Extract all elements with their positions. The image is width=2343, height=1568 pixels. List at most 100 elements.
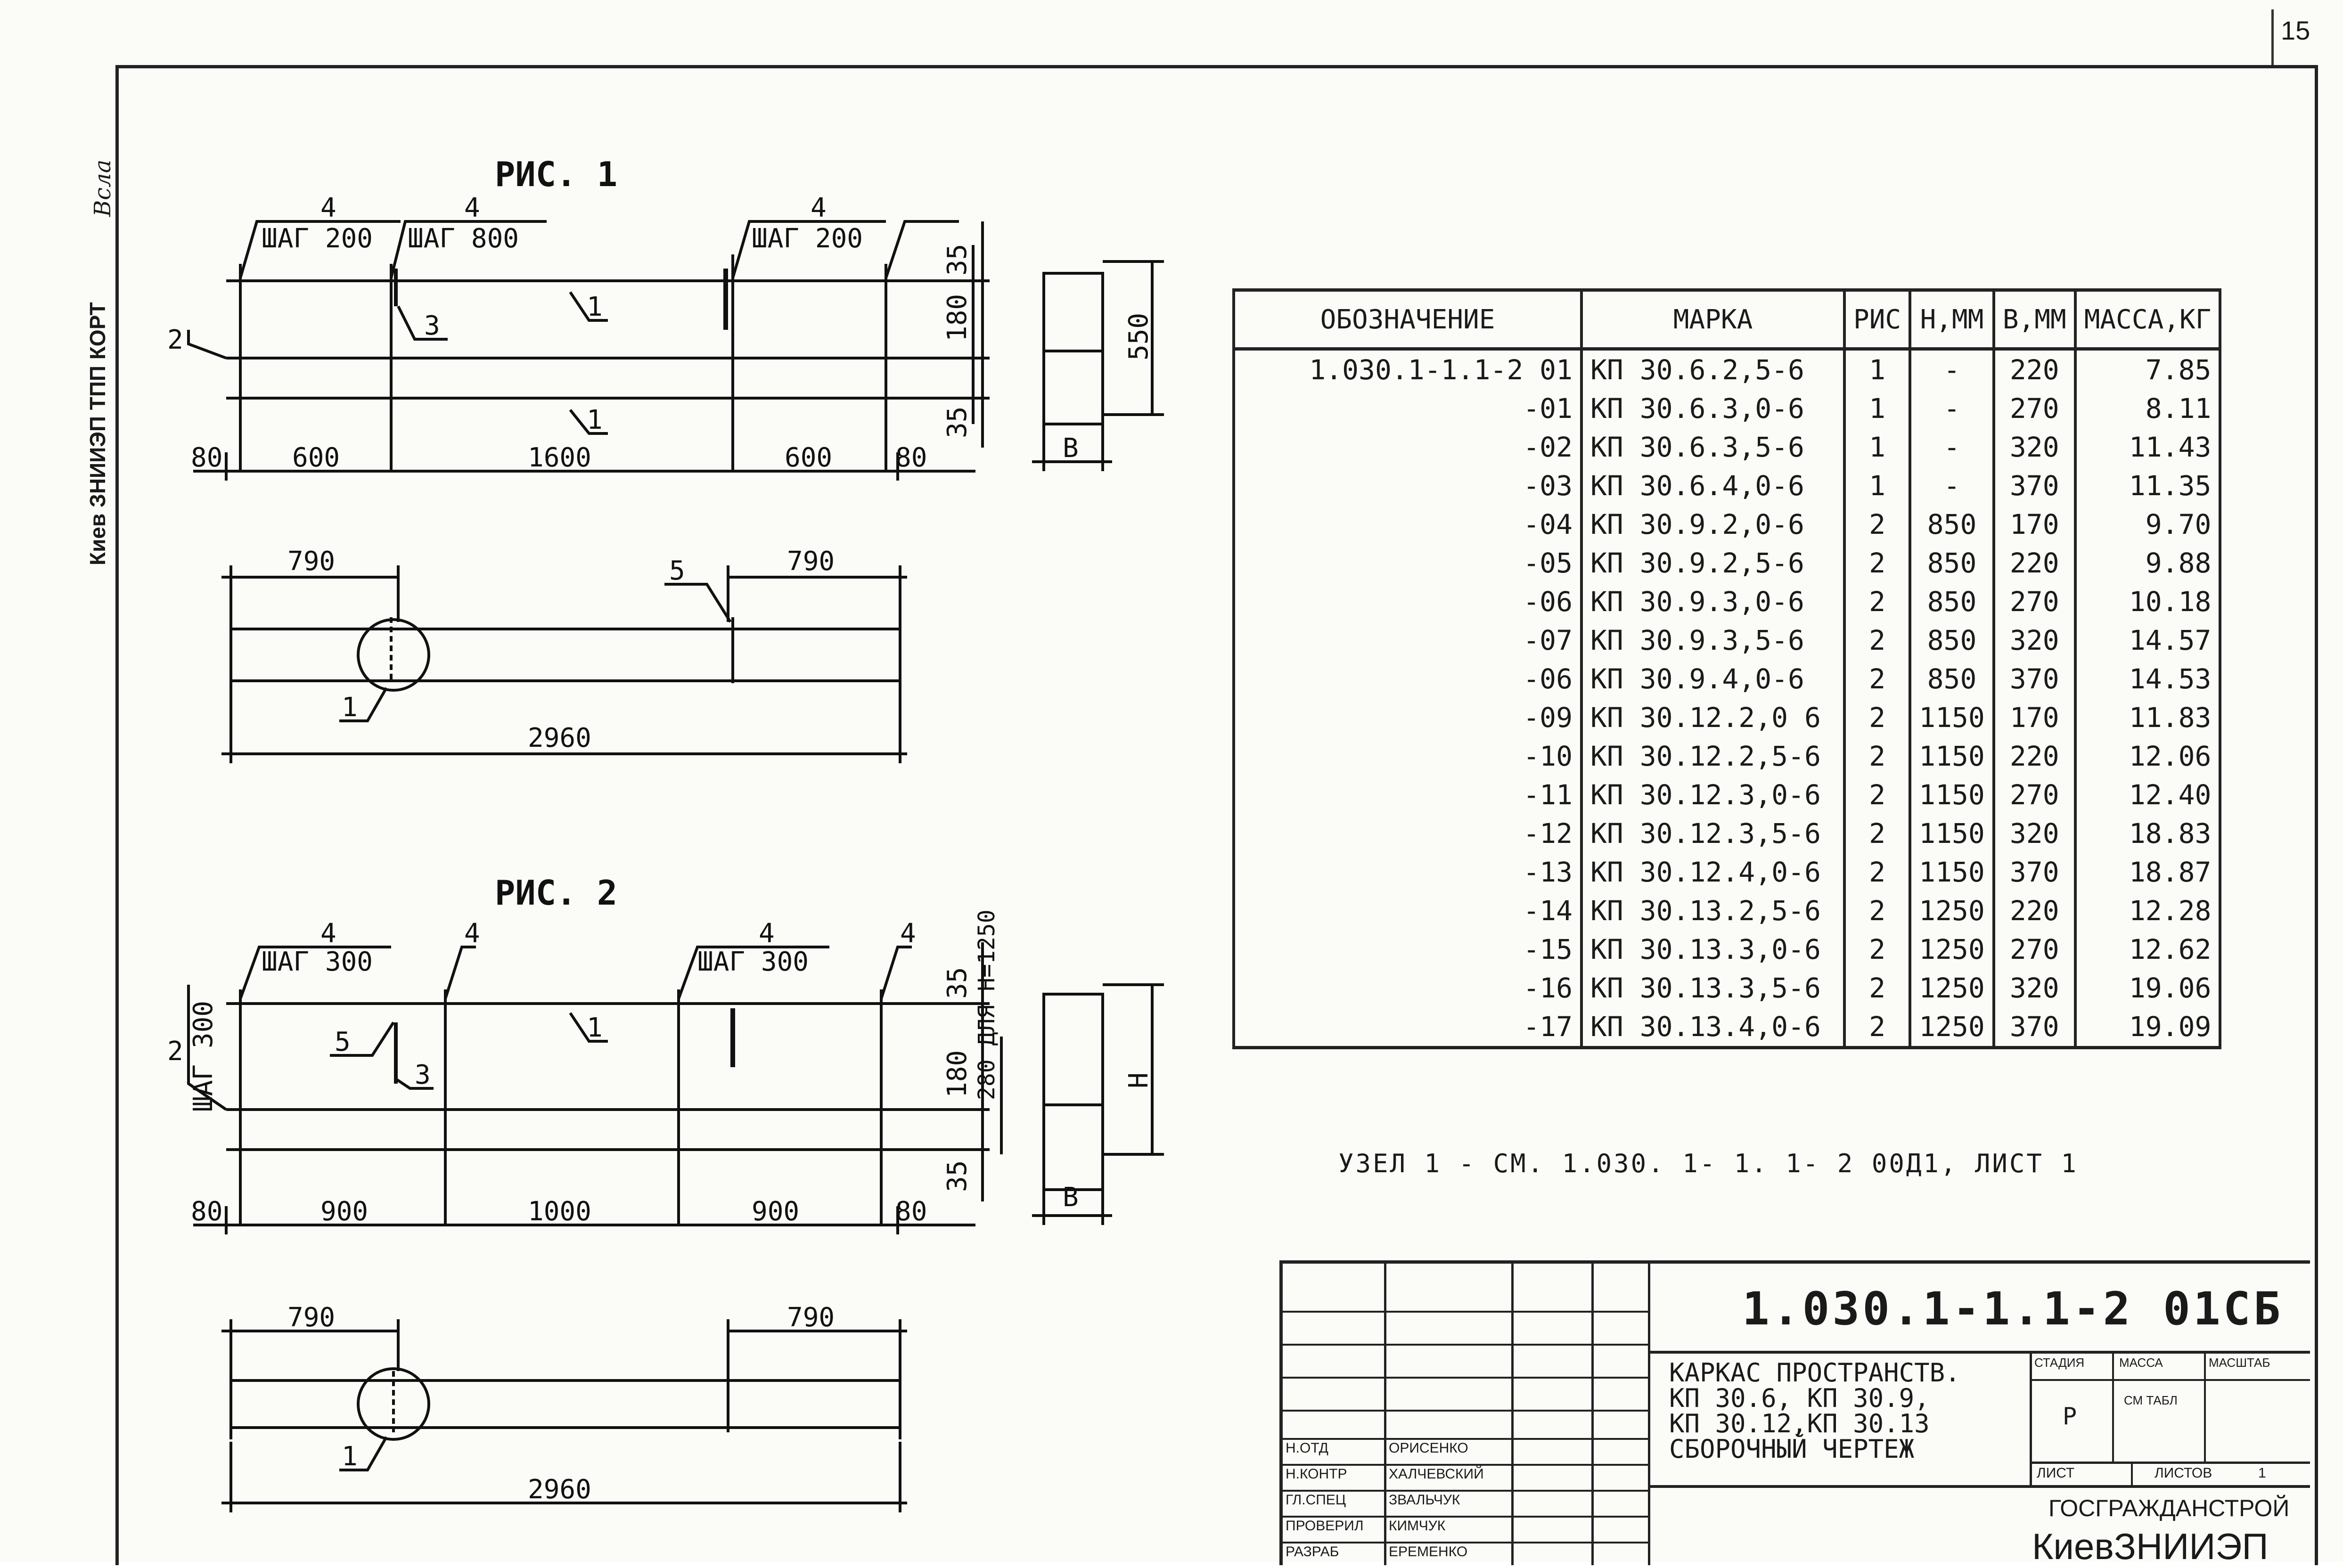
- fig1-n4b: 4: [464, 193, 480, 223]
- fig2-n1: 1: [587, 1013, 603, 1043]
- document-code: 1.030.1-1.1-2 01СБ: [1742, 1282, 2284, 1335]
- table-cell: КП 30.12.3,5-6: [1580, 814, 1846, 853]
- fig2-n4b: 4: [464, 918, 480, 949]
- table-cell: 9.70: [2073, 505, 2222, 544]
- table-cell: 270: [1992, 582, 2077, 621]
- table-cell: -10: [1232, 737, 1583, 776]
- table-cell: КП 30.9.2,5-6: [1580, 544, 1846, 582]
- name-4: КИМЧУК: [1389, 1518, 1446, 1534]
- table-cell: КП 30.9.2,0-6: [1580, 505, 1846, 544]
- table-cell: 850: [1909, 582, 1995, 621]
- table-cell: 1150: [1909, 737, 1995, 776]
- fig2-title: РИС. 2: [495, 873, 617, 913]
- table-cell: 850: [1909, 544, 1995, 582]
- table-cell: КП 30.12.2,5-6: [1580, 737, 1846, 776]
- table-cell: 2: [1843, 1007, 1912, 1049]
- table-cell: 19.06: [2073, 969, 2222, 1007]
- table-cell: -02: [1232, 428, 1583, 466]
- table-cell: 220: [1992, 349, 2077, 389]
- fig2-n5: 5: [335, 1027, 351, 1057]
- table-cell: 2: [1843, 660, 1912, 698]
- table-cell: 270: [1992, 930, 2077, 969]
- table-cell: 9.88: [2073, 544, 2222, 582]
- name-1: ОРИСЕНКО: [1389, 1440, 1468, 1456]
- fig1-plan-n1: 1: [342, 692, 358, 723]
- table-cell: 320: [1992, 428, 2077, 466]
- fig2-h: H: [1123, 1072, 1154, 1088]
- fig2-elevation: [187, 942, 1003, 1234]
- role-2: Н.КОНТР: [1286, 1466, 1347, 1482]
- table-cell: 11.35: [2073, 466, 2222, 505]
- org-name: ГОСГРАЖДАНСТРОЙ: [2048, 1495, 2290, 1521]
- drawings: РИС. 1: [167, 155, 1164, 1512]
- table-cell: 1250: [1909, 969, 1995, 1007]
- table-cell: КП 30.12.2,0 6: [1580, 698, 1846, 737]
- title-desc-line1: КАРКАС ПРОСТРАНСТВ.: [1669, 1358, 1960, 1388]
- table-cell: 12.40: [2073, 776, 2222, 814]
- fig1-d550: 550: [1123, 313, 1154, 360]
- table-cell: 2: [1843, 930, 1912, 969]
- table-cell: -: [1909, 349, 1995, 389]
- table-cell: 270: [1992, 776, 2077, 814]
- table-cell: 850: [1909, 621, 1995, 660]
- table-cell: КП 30.6.3,5-6: [1580, 428, 1846, 466]
- name-2: ХАЛЧЕВСКИЙ: [1389, 1466, 1484, 1482]
- table-cell: 2: [1843, 814, 1912, 853]
- role-3: ГЛ.СПЕЦ: [1286, 1492, 1346, 1508]
- node-note: УЗЕЛ 1 - СМ. 1.030. 1- 1. 1- 2 00Д1, ЛИС…: [1338, 1149, 2078, 1178]
- fig1-d600a: 600: [292, 442, 340, 473]
- mass-label: МАССА: [2119, 1356, 2163, 1370]
- sheet-label: ЛИСТ: [2037, 1465, 2075, 1481]
- fig2-d180: 180: [942, 1050, 973, 1098]
- fig2-b: B: [1063, 1182, 1079, 1213]
- table-cell: 7.85: [2073, 349, 2222, 389]
- page-number: 15: [2281, 16, 2310, 45]
- fig1-d600b: 600: [785, 442, 832, 473]
- org-institute: КиевЗНИИЭП: [2032, 1526, 2269, 1567]
- table-cell: 1150: [1909, 814, 1995, 853]
- fig2-n2: 2: [167, 1036, 183, 1067]
- table-cell: КП 30.12.3,0-6: [1580, 776, 1846, 814]
- table-cell: 2: [1843, 698, 1912, 737]
- role-4: ПРОВЕРИЛ: [1286, 1518, 1364, 1534]
- table-cell: 1250: [1909, 891, 1995, 930]
- table-cell: КП 30.13.3,0-6: [1580, 930, 1846, 969]
- fig2-n3: 3: [415, 1060, 431, 1090]
- mass-value: СМ ТАБЛ: [2124, 1393, 2178, 1407]
- table-cell: 370: [1992, 853, 2077, 891]
- table-cell: 1: [1843, 466, 1912, 505]
- role-1: Н.ОТД: [1286, 1440, 1328, 1456]
- table-cell: -15: [1232, 930, 1583, 969]
- col-h: Н,ММ: [1909, 288, 1995, 351]
- table-cell: -05: [1232, 544, 1583, 582]
- fig1-d80a: 80: [191, 442, 222, 473]
- fig2-n4d: 4: [900, 918, 916, 949]
- table-cell: 1150: [1909, 853, 1995, 891]
- fig2-shag300a: ШАГ 300: [262, 947, 373, 977]
- table-cell: -06: [1232, 582, 1583, 621]
- fig2-d280: 280 ДЛЯ Н=1250: [974, 909, 1000, 1100]
- fig1-title: РИС. 1: [495, 155, 617, 194]
- title-desc-line4: СБОРОЧНЫЙ ЧЕРТЕЖ: [1669, 1434, 1915, 1464]
- table-cell: 10.18: [2073, 582, 2222, 621]
- table-cell: -13: [1232, 853, 1583, 891]
- table-cell: КП 30.9.3,0-6: [1580, 582, 1846, 621]
- table-cell: -14: [1232, 891, 1583, 930]
- table-cell: 320: [1992, 621, 2077, 660]
- name-3: ЗВАЛЬЧУК: [1389, 1492, 1460, 1508]
- table-cell: -03: [1232, 466, 1583, 505]
- table-cell: КП 30.9.4,0-6: [1580, 660, 1846, 698]
- table-cell: 8.11: [2073, 389, 2222, 428]
- fig1-b: B: [1063, 433, 1079, 464]
- table-cell: 14.57: [2073, 621, 2222, 660]
- table-cell: КП 30.6.3,0-6: [1580, 389, 1846, 428]
